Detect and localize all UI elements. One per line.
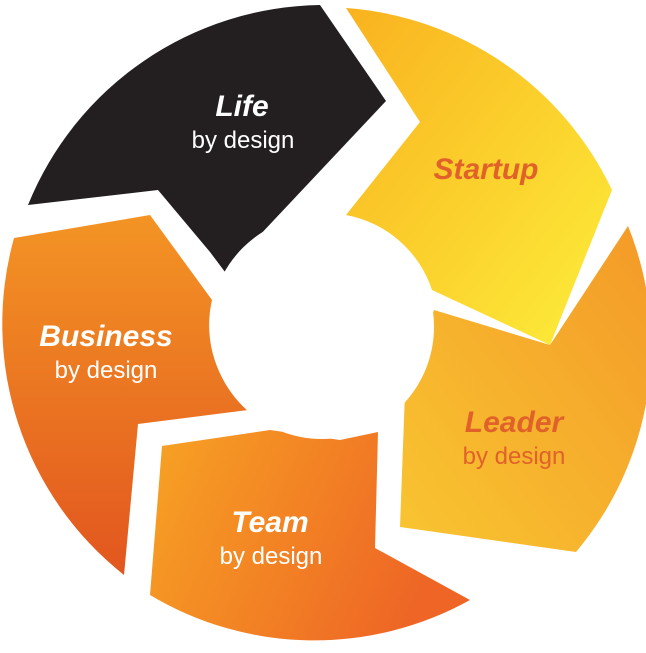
segment-life-shape xyxy=(28,5,386,272)
segment-life: Life by design xyxy=(28,5,386,272)
segment-team-subtitle: by design xyxy=(220,543,323,570)
segment-startup-title: Startup xyxy=(434,153,539,186)
segment-life-subtitle: by design xyxy=(192,127,295,154)
segment-leader-title: Leader xyxy=(465,406,566,439)
segment-business: Business by design xyxy=(2,215,248,575)
segment-leader-subtitle: by design xyxy=(463,443,566,470)
segment-team: Team by design xyxy=(150,430,470,641)
segment-business-shape xyxy=(2,215,248,575)
segment-business-subtitle: by design xyxy=(55,357,158,384)
segment-startup-shape xyxy=(346,8,612,345)
segment-team-title: Team xyxy=(231,506,308,539)
segment-team-shape xyxy=(150,430,470,641)
segment-startup: Startup xyxy=(346,8,612,345)
segment-leader: Leader by design xyxy=(400,226,646,552)
center-hole xyxy=(210,215,434,439)
segment-life-title: Life xyxy=(215,90,268,123)
segment-business-title: Business xyxy=(39,320,172,353)
segment-leader-shape xyxy=(400,226,646,552)
